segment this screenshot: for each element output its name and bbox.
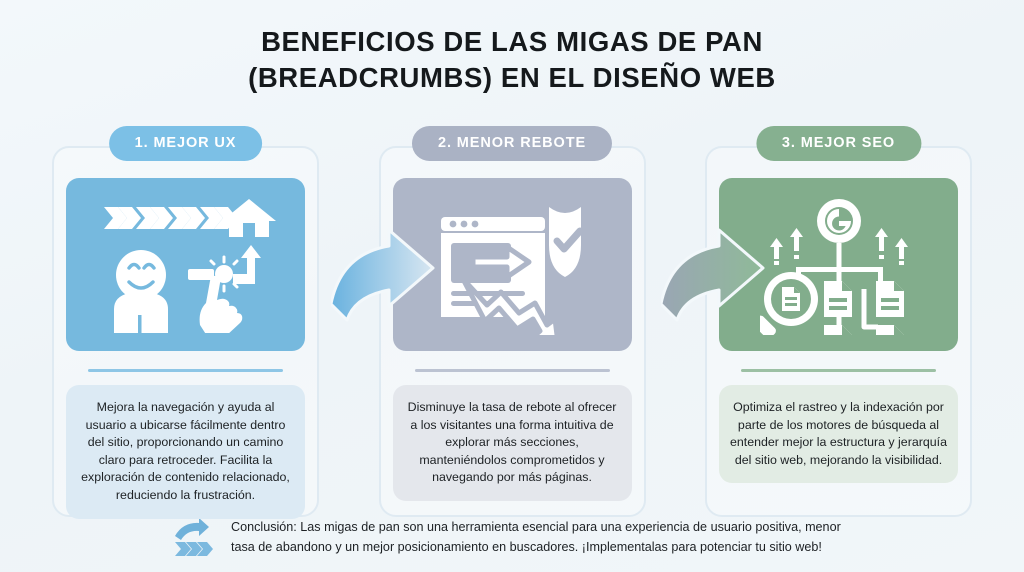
page-title: BENEFICIOS DE LAS MIGAS DE PAN (BREADCRU… [0, 0, 1024, 97]
card-1-description: Mejora la navegación y ayuda al usuario … [66, 385, 305, 519]
conclusion-footer: Conclusión: Las migas de pan son una her… [0, 518, 1024, 558]
benefit-card-2: 2. MENOR REBOTE [378, 126, 646, 517]
arrow-card2-to-card3 [661, 228, 765, 322]
user-navigation-path-icon [103, 198, 276, 333]
card-2-divider [414, 369, 610, 372]
card-2-icon-panel [392, 178, 632, 351]
conclusion-text: Conclusión: Las migas de pan son una her… [231, 520, 841, 554]
card-1-divider [88, 369, 283, 372]
google-sitemap-search-icon [759, 198, 908, 335]
card-1-heading-pill: 1. MEJOR UX [108, 126, 263, 161]
benefit-card-3: 3. MEJOR SEO [705, 126, 972, 517]
card-2-heading-pill: 2. MENOR REBOTE [411, 126, 613, 161]
card-3-description: Optimiza el rastreo y la indexación por … [719, 385, 958, 484]
curved-arrow-chevrons-icon [175, 518, 213, 556]
card-3-heading-pill: 3. MEJOR SEO [755, 126, 922, 161]
browser-shield-declining-chart-icon [441, 206, 584, 335]
benefit-card-row: 1. MEJOR UX [0, 126, 1024, 519]
page-title-line-1: BENEFICIOS DE LAS MIGAS DE PAN [261, 26, 763, 57]
card-1-icon-panel [66, 178, 305, 351]
card-3-divider [741, 369, 936, 372]
card-2-description: Disminuye la tasa de rebote al ofrecer a… [392, 385, 632, 502]
arrow-card1-to-card2 [331, 228, 435, 322]
benefit-card-1: 1. MEJOR UX [52, 126, 319, 519]
page-title-line-2: (BREADCRUMBS) EN EL DISEÑO WEB [248, 62, 776, 94]
